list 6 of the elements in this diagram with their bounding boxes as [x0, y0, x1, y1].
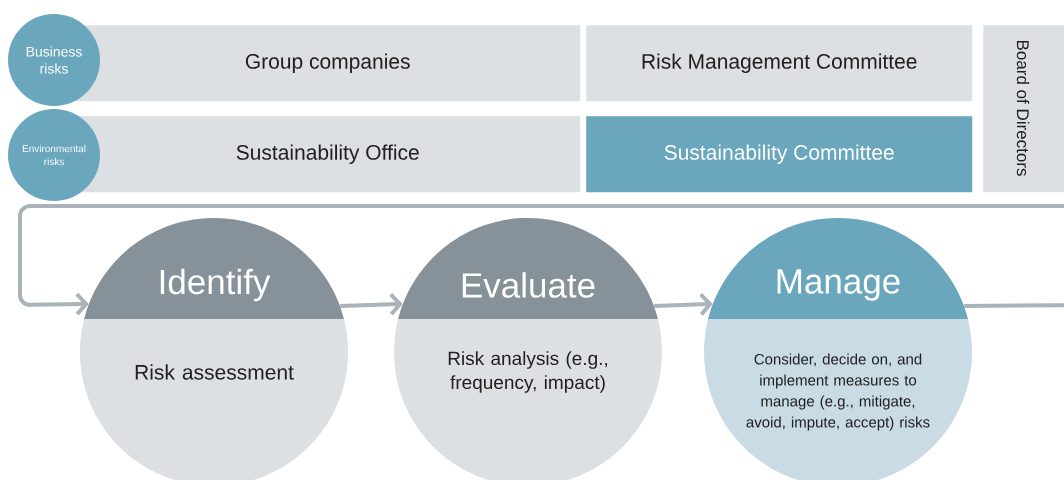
organization-box: Risk Management Committee	[586, 25, 973, 102]
arrow	[340, 292, 403, 316]
arrow	[18, 204, 1064, 316]
organization-box: Board of Directors	[983, 25, 1064, 193]
organization-box: Sustainability Committee	[586, 116, 973, 193]
arrow	[654, 292, 713, 316]
